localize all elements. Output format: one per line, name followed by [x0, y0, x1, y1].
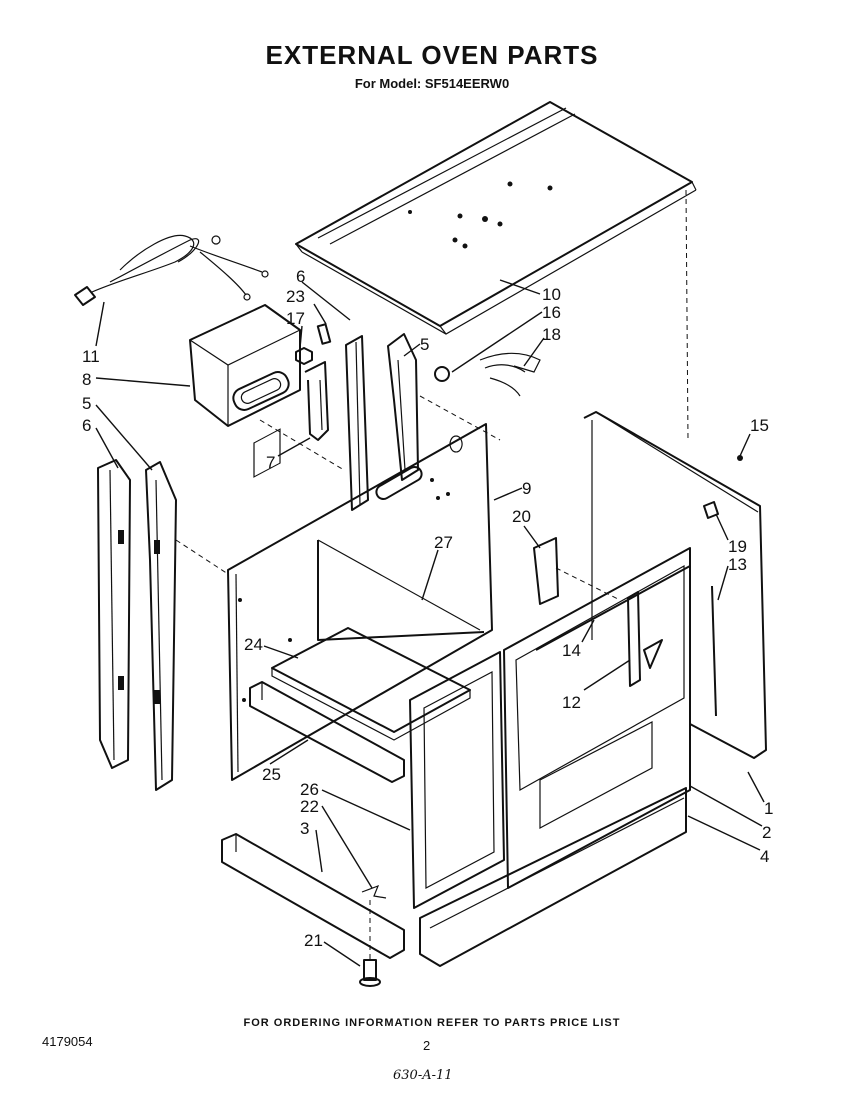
callout-15: 15	[750, 416, 769, 435]
callout-2: 2	[762, 823, 771, 842]
handwritten-code: 630-A-11	[393, 1068, 453, 1083]
small-fasteners	[295, 323, 541, 397]
callout-3: 3	[300, 819, 309, 838]
power-cord	[74, 234, 269, 306]
bottom-shelf	[271, 627, 471, 741]
page-number: 2	[423, 1038, 431, 1053]
callout-8: 8	[82, 370, 91, 389]
leader-lines	[95, 279, 765, 967]
bottom-rail	[249, 681, 405, 783]
callout-25: 25	[262, 765, 281, 784]
callout-6b: 6	[296, 267, 305, 286]
callout-5b: 5	[420, 335, 429, 354]
callout-1: 1	[764, 799, 773, 818]
callout-23: 23	[286, 287, 305, 306]
callout-14: 14	[562, 641, 581, 660]
document-number: 4179054	[42, 1034, 93, 1049]
callout-11: 11	[82, 347, 100, 366]
bracket	[304, 361, 329, 441]
callout-18: 18	[542, 325, 561, 344]
inner-frame	[317, 539, 485, 641]
callout-5a: 5	[82, 394, 91, 413]
base-rails	[221, 787, 687, 967]
callout-10: 10	[542, 285, 561, 304]
page-title: EXTERNAL OVEN PARTS	[265, 40, 599, 70]
ordering-note: FOR ORDERING INFORMATION REFER TO PARTS …	[243, 1017, 621, 1029]
callout-17: 17	[286, 309, 305, 328]
callout-26: 26	[300, 780, 319, 799]
vent-cover	[189, 304, 301, 427]
callout-12: 12	[562, 693, 581, 712]
left-side-panels	[97, 459, 177, 791]
top-panel	[295, 101, 697, 335]
callout-13: 13	[728, 555, 747, 574]
callout-19: 19	[728, 537, 747, 556]
alignment-lines	[175, 189, 689, 601]
callout-labels: 10 11 8 5 6 6 23 17 5 16 18 7 9 15 20 27…	[82, 267, 773, 950]
model-line: For Model: SF514EERW0	[354, 76, 510, 91]
callout-4: 4	[760, 847, 769, 866]
callout-22: 22	[300, 797, 319, 816]
leveling-leg	[359, 884, 387, 987]
rear-rails	[345, 333, 419, 511]
right-components	[533, 455, 743, 717]
callout-21: 21	[304, 931, 323, 950]
callout-27: 27	[434, 533, 453, 552]
rear-panel	[227, 423, 493, 781]
callout-20: 20	[512, 507, 531, 526]
callout-7: 7	[266, 453, 275, 472]
callout-9: 9	[522, 479, 531, 498]
right-side-panel	[503, 547, 691, 889]
callout-16: 16	[542, 303, 561, 322]
right-rear-frame	[583, 411, 767, 759]
front-frame	[409, 651, 505, 909]
callout-24: 24	[244, 635, 263, 654]
callout-6a: 6	[82, 416, 91, 435]
